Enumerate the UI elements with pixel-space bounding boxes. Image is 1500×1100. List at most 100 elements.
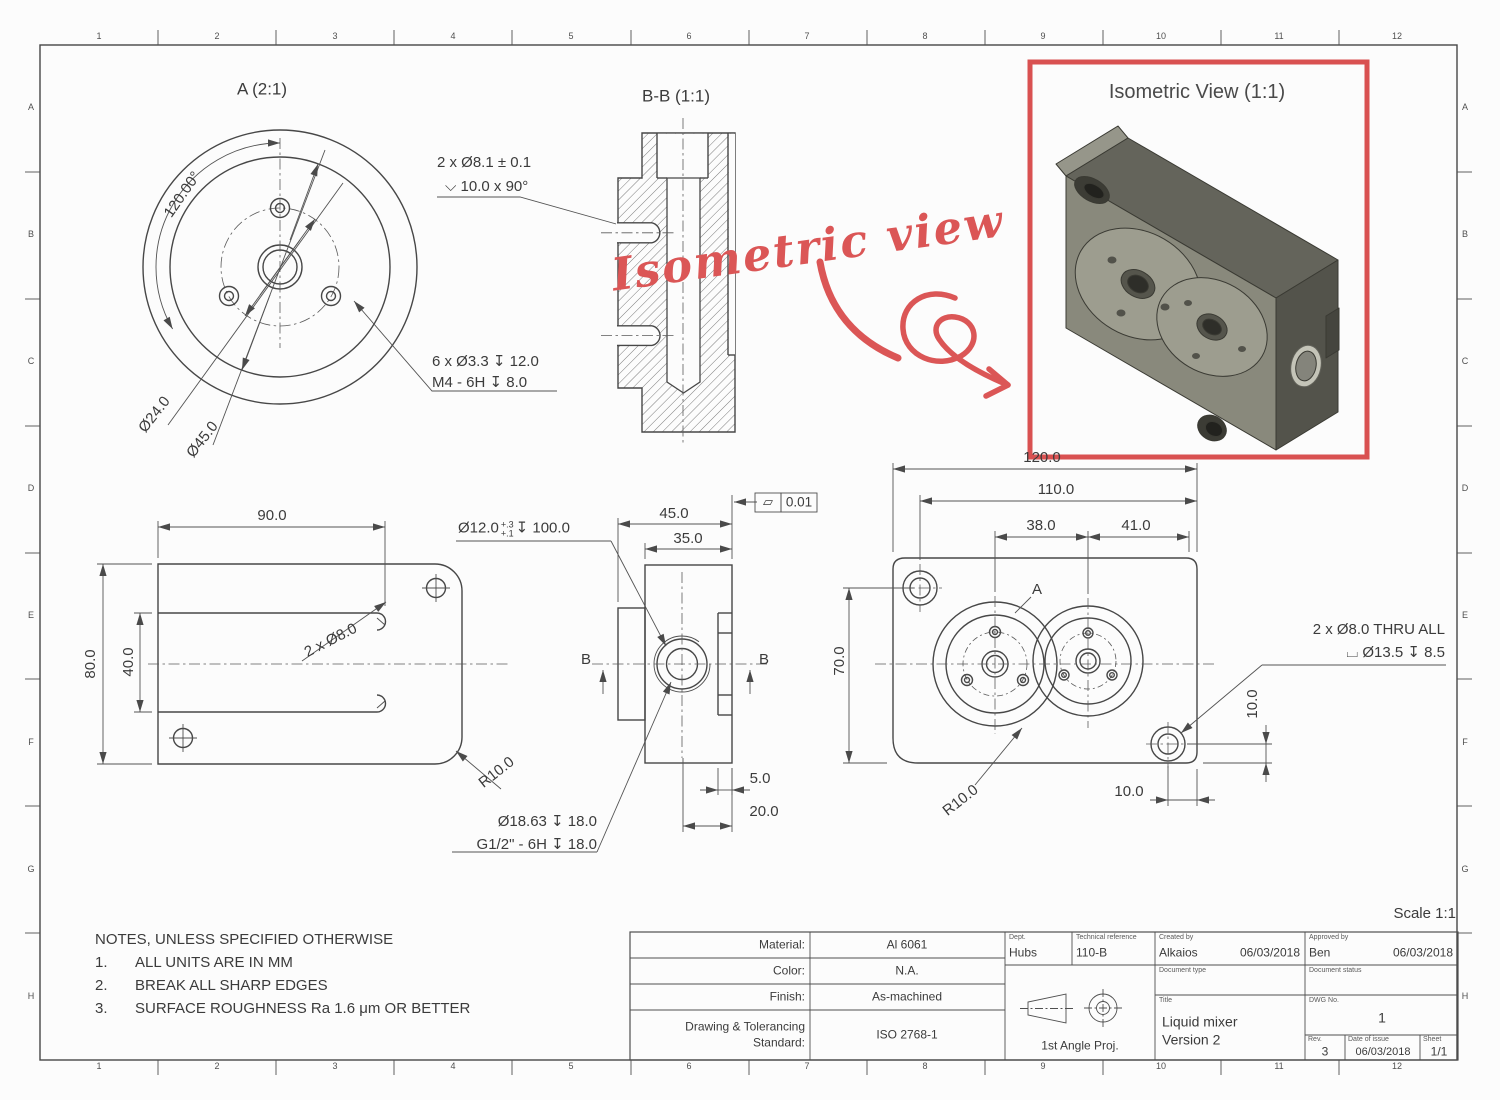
grid-col-label: 2 [214, 31, 220, 42]
detail-view-a [142, 129, 635, 446]
grid-col-label: 10 [1155, 1061, 1167, 1072]
grid-row-label: G [1461, 864, 1469, 875]
dim-38: 38.0 [1026, 516, 1056, 534]
docstatus-label: Document status [1309, 967, 1362, 975]
callout-countersink-1: 2 x Ø8.1 ± 0.1 [437, 153, 532, 171]
dwg-no-value: 1 [1378, 1009, 1386, 1026]
dwg-no-label: DWG No. [1309, 997, 1339, 1005]
material-label: Material: [758, 937, 805, 952]
grid-col-label: 2 [214, 1061, 220, 1072]
part-title-line2: Version 2 [1162, 1031, 1221, 1048]
techref-value: 110-B [1076, 945, 1108, 960]
dim-120: 120.0 [1023, 448, 1061, 466]
dept-value: Hubs [1009, 945, 1038, 960]
sheet-label: Sheet [1423, 1036, 1442, 1044]
created-by-name: Alkaios [1159, 945, 1198, 960]
title-label: Title [1159, 997, 1172, 1005]
grid-row-label: D [27, 483, 35, 494]
bore-tolerance: +.3+.1 [500, 519, 514, 538]
section-bb-title: B-B (1:1) [641, 86, 711, 106]
dim-40: 40.0 [119, 647, 137, 677]
isometric-title: Isometric View (1:1) [1108, 81, 1286, 103]
grid-row-label: H [27, 991, 35, 1002]
callout-tap-2: M4 - 6H ↧ 8.0 [432, 373, 528, 391]
grid-row-label: E [27, 610, 35, 621]
grid-row-label: G [27, 864, 35, 875]
note-number: 1. [95, 953, 108, 971]
top-view [843, 463, 1446, 806]
finish-value: As-machined [871, 989, 943, 1004]
grid-col-label: 5 [568, 1061, 574, 1072]
doctype-label: Document type [1159, 967, 1207, 975]
grid-row-label: H [1461, 991, 1469, 1002]
grid-col-label: 5 [568, 31, 574, 42]
grid-col-label: 11 [1274, 1061, 1284, 1072]
dept-label: Dept. [1009, 934, 1026, 942]
finish-label: Finish: [769, 989, 805, 1004]
callout-tap-1: 6 x Ø3.3 ↧ 12.0 [432, 352, 539, 370]
front-view [97, 521, 508, 790]
note-number: 2. [95, 976, 108, 994]
standard-label-1: Drawing & Tolerancing [685, 1019, 805, 1034]
grid-row-label: F [28, 737, 34, 748]
dim-80: 80.0 [81, 649, 99, 679]
grid-row-label: B [27, 229, 35, 240]
date-of-issue-label: Date of issue [1348, 1036, 1389, 1044]
note-text: SURFACE ROUGHNESS Ra 1.6 μm OR BETTER [135, 999, 471, 1017]
scale-label: Scale 1:1 [1393, 904, 1456, 922]
callout-port-2: G1/2" - 6H ↧ 18.0 [476, 835, 597, 853]
approved-by-date: 06/03/2018 [1392, 945, 1453, 960]
notes-title: NOTES, UNLESS SPECIFIED OTHERWISE [95, 930, 394, 948]
grid-col-label: 4 [450, 31, 456, 42]
side-view [452, 492, 818, 853]
callout-countersink-2: ⌵ 10.0 x 90° [445, 177, 529, 195]
callout-thru-holes-2: ⌴ Ø13.5 ↧ 8.5 [1346, 643, 1445, 661]
grid-col-label: 9 [1040, 1061, 1046, 1072]
material-value: Al 6061 [886, 937, 928, 952]
dim-90: 90.0 [257, 506, 287, 524]
grid-row-label: D [1461, 483, 1469, 494]
grid-col-label: 7 [804, 1061, 810, 1072]
callout-bore-12: Ø12.0+.3+.1↧ 100.0 [458, 519, 570, 538]
note-text: ALL UNITS ARE IN MM [135, 953, 293, 971]
section-label-b-right: B [758, 650, 770, 668]
isometric-annotation-arrow [816, 258, 1011, 399]
grid-col-label: 10 [1155, 31, 1167, 42]
approved-by-name: Ben [1309, 945, 1331, 960]
section-label-b-left: B [580, 650, 592, 668]
standard-label-2: Standard: [752, 1035, 805, 1050]
grid-col-label: 3 [332, 31, 338, 42]
dim-10-horizontal: 10.0 [1114, 782, 1144, 800]
detail-a-marker: A [1031, 580, 1043, 598]
dim-20: 20.0 [749, 802, 779, 820]
grid-col-label: 3 [332, 1061, 338, 1072]
color-value: N.A. [895, 963, 919, 978]
dim-5: 5.0 [749, 769, 771, 787]
bore-dia: Ø12.0 [458, 519, 499, 537]
bore-depth: ↧ 100.0 [515, 519, 570, 537]
grid-col-label: 6 [686, 1061, 692, 1072]
grid-col-label: 7 [804, 31, 810, 42]
approved-by-label: Approved by [1309, 934, 1349, 942]
grid-col-label: 12 [1391, 1061, 1403, 1072]
grid-col-label: 8 [922, 1061, 928, 1072]
techref-label: Technical reference [1076, 934, 1137, 942]
detail-a-title: A (2:1) [236, 79, 288, 99]
grid-col-label: 6 [686, 31, 692, 42]
note-text: BREAK ALL SHARP EDGES [135, 976, 328, 994]
sheet-value: 1/1 [1430, 1044, 1448, 1059]
dim-110: 110.0 [1037, 480, 1075, 498]
grid-col-label: 1 [96, 1061, 102, 1072]
flatness-value: 0.01 [785, 494, 813, 510]
created-by-date: 06/03/2018 [1239, 945, 1300, 960]
projection-label: 1st Angle Proj. [1041, 1038, 1119, 1053]
grid-row-label: B [1461, 229, 1469, 240]
dim-70: 70.0 [830, 646, 848, 676]
grid-row-label: A [27, 102, 35, 113]
isometric-highlight-box [1027, 59, 1370, 460]
isometric-part [1055, 125, 1340, 451]
note-number: 3. [95, 999, 108, 1017]
grid-row-label: C [1461, 356, 1469, 367]
title-block-lines [629, 931, 1459, 1061]
